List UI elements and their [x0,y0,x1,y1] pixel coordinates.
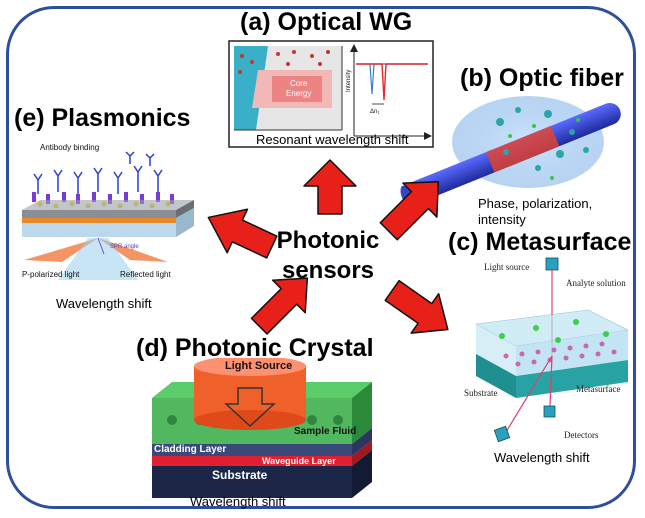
meta-analyte-label: Analyte solution [566,278,626,288]
arrow-to-optic-fiber [379,180,440,241]
energy-label: Energy [286,89,311,98]
delta-label: Δn₁ [370,109,379,115]
optical-wg-caption: Resonant wavelength shift [256,132,409,147]
pc-substrate-label: Substrate [212,468,268,482]
meta-light-source-label: Light source [484,262,530,272]
meta-detectors-label: Detectors [564,430,599,440]
optic-fiber-caption-line2: intensity [478,212,526,227]
optic-fiber-caption-line1: Phase, polarization, [478,196,593,211]
intensity-axis-label: Intensity [346,70,352,92]
arrow-to-metasurface [384,279,449,334]
meta-substrate-label: Substrate [464,388,498,398]
photonic-crystal-figure [152,358,372,498]
pc-light-source-label: Light Source [225,360,293,372]
antibody-label: Antibody binding [40,143,100,152]
pc-waveguide-label: Waveguide Layer [262,456,336,466]
metasurface-figure [475,257,629,443]
center-line-1: Photonic [276,227,380,254]
metasurface-caption: Wavelength shift [494,450,590,465]
p-polarized-label: P-polarized light [22,270,80,279]
plasmonics-figure [22,151,194,280]
spr-angle-label: SPR angle [110,244,139,250]
arrow-to-photonic-crystal [250,277,309,335]
metasurface-title: (c) Metasurface [448,228,632,256]
meta-metasurface-label: Metasurface [576,384,621,394]
core-label: Core [290,79,308,88]
plasmonics-caption: Wavelength shift [56,296,152,311]
optic-fiber-title: (b) Optic fiber [460,64,624,92]
plasmonics-title: (e) Plasmonics [14,104,191,132]
pc-cladding-label: Cladding Layer [154,444,227,455]
photonic-sensors-label: Photonic sensors [268,226,388,286]
pc-sample-fluid-label: Sample Fluid [294,426,357,437]
reflected-light-label: Reflected light [120,270,171,279]
optical-wg-title: (a) Optical WG [240,8,413,36]
optic-fiber-figure [400,96,621,207]
optical-wg-figure: Core Energy Intensity Δn₁ [228,40,434,148]
photonic-crystal-caption: Wavelength shift [190,494,286,509]
arrow-to-plasmonics [207,208,278,259]
arrow-to-optical-wg [303,159,357,215]
